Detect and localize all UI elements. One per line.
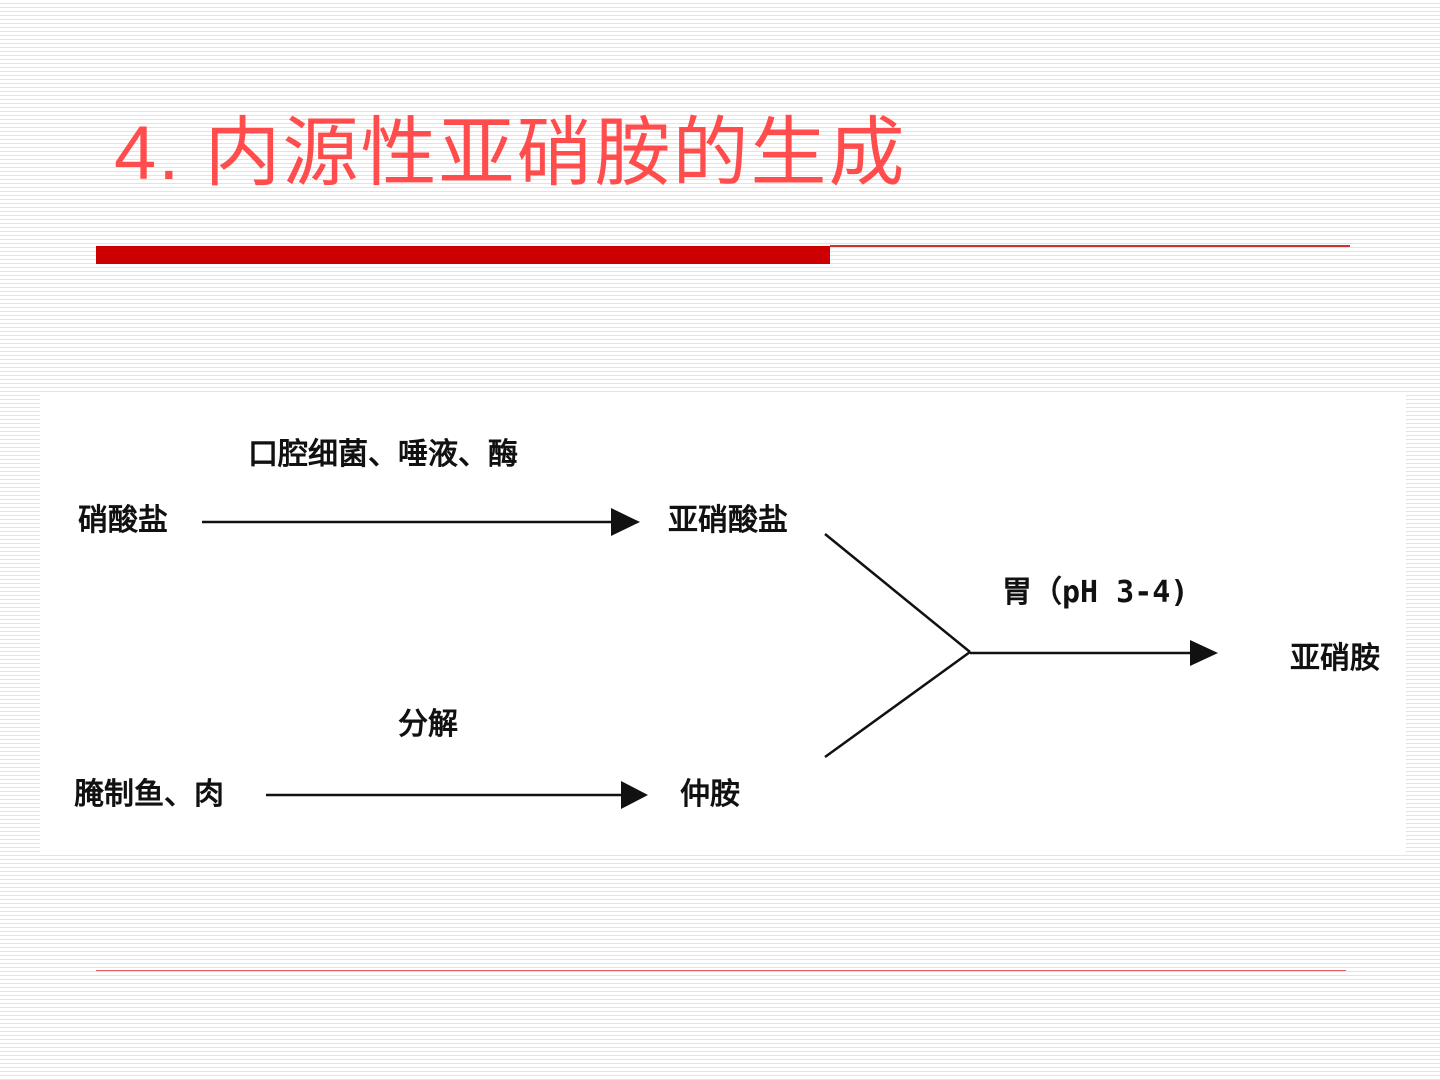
node-nitrate: 硝酸盐 (78, 503, 168, 538)
node-secondary-amine: 仲胺 (680, 777, 740, 812)
title-underline-thick (96, 246, 830, 264)
arrowhead-nitrosamine (1190, 640, 1218, 666)
arrowhead-nitrite (611, 508, 640, 536)
edge-label-oral-bacteria: 口腔细菌、唾液、酶 (248, 437, 518, 472)
merge-line-lower (824, 650, 971, 759)
node-cured-fish-meat: 腌制鱼、肉 (74, 777, 224, 812)
slide-title: 4. 内源性亚硝胺的生成 (114, 111, 907, 196)
node-nitrosamine: 亚硝胺 (1290, 641, 1380, 676)
reaction-diagram: 硝酸盐 口腔细菌、唾液、酶 亚硝酸盐 胃（pH 3-4) 亚硝胺 分解 腌制鱼、… (40, 394, 1406, 854)
title-underline-thin (830, 245, 1350, 247)
edge-label-decomposition: 分解 (398, 707, 458, 742)
footer-divider (96, 970, 1346, 971)
arrowhead-amine (621, 781, 648, 809)
node-nitrite: 亚硝酸盐 (668, 503, 788, 538)
merge-line-upper (824, 533, 971, 653)
edge-label-stomach: 胃（pH 3-4) (1002, 575, 1189, 610)
diagram-arrows (202, 508, 1218, 809)
